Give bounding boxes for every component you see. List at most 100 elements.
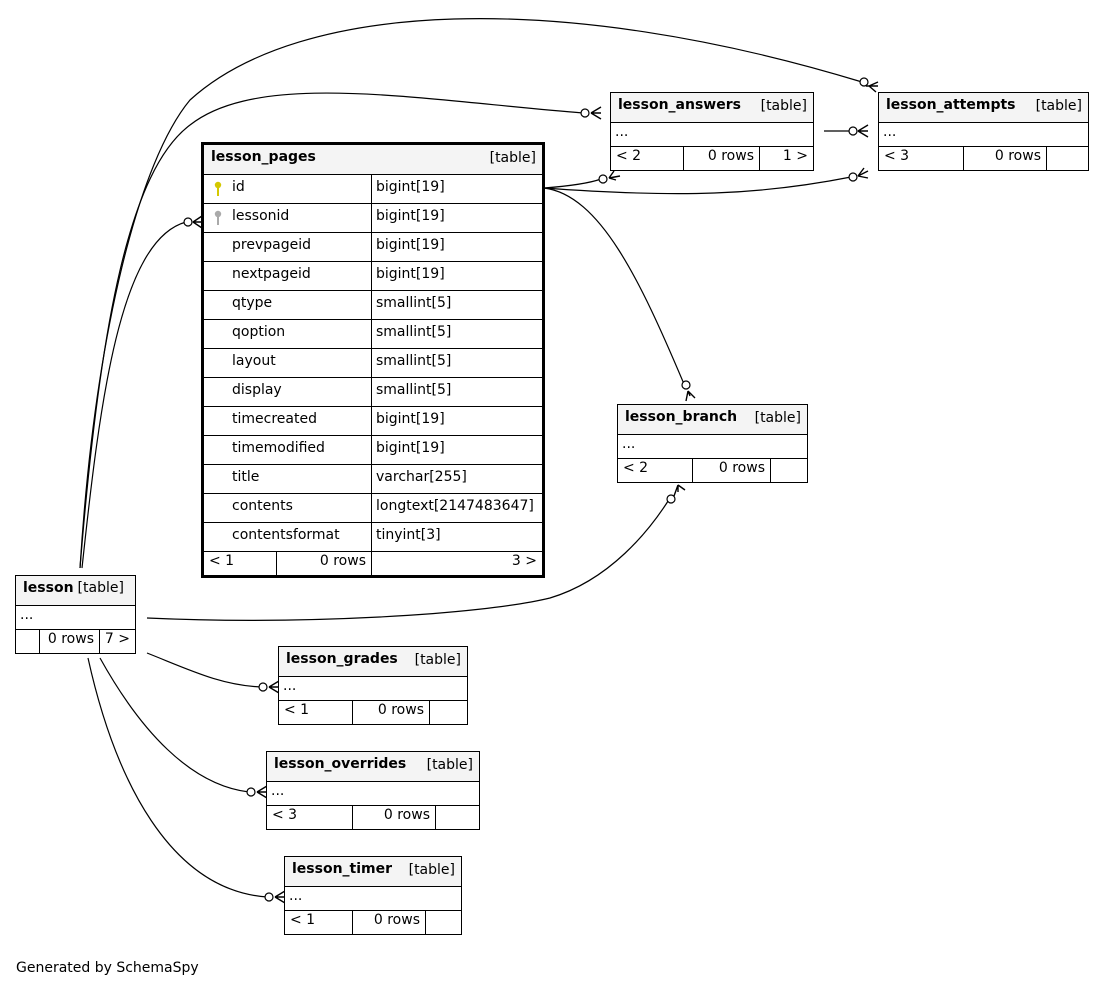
table-name[interactable]: lesson[table] (23, 580, 124, 596)
column-type: bigint[19] (376, 440, 445, 456)
edge-lesson-pages (81, 221, 187, 569)
row-count: 0 rows (319, 553, 366, 569)
table-name[interactable]: lesson_timer (292, 861, 393, 877)
parents-link[interactable]: < 1 (284, 702, 310, 718)
children-link[interactable]: 7 > (104, 631, 130, 647)
table-body: ... (879, 122, 1088, 146)
column-name: timecreated (232, 411, 317, 427)
column-row[interactable]: display smallint[5] (204, 377, 542, 406)
row-count: 0 rows (718, 460, 765, 476)
children-link[interactable]: 3 > (511, 553, 537, 569)
column-row[interactable]: lessonid bigint[19] (204, 203, 542, 232)
row-count: 0 rows (707, 148, 754, 164)
parents-link[interactable]: < 2 (623, 460, 649, 476)
parents-link[interactable]: < 3 (884, 148, 910, 164)
column-row[interactable]: id bigint[19] (204, 174, 542, 203)
table-lesson-pages[interactable]: lesson_pages [table] id bigint[19] lesso… (201, 142, 545, 578)
column-type: bigint[19] (376, 266, 445, 282)
column-row[interactable]: layout smallint[5] (204, 348, 542, 377)
table-name[interactable]: lesson_pages (211, 149, 316, 165)
table-lesson[interactable]: lesson[table] ... 0 rows 7 > (15, 575, 136, 654)
column-type: bigint[19] (376, 208, 445, 224)
table-footer: 0 rows 7 > (16, 629, 135, 653)
table-name[interactable]: lesson_answers (618, 97, 741, 113)
row-count: 0 rows (383, 807, 430, 823)
column-row[interactable]: nextpageid bigint[19] (204, 261, 542, 290)
edge-pages-answers (543, 178, 602, 189)
column-type: bigint[19] (376, 411, 445, 427)
table-header: lesson_attempts [table] (879, 93, 1088, 122)
column-row[interactable]: title varchar[255] (204, 464, 542, 493)
column-row[interactable]: qoption smallint[5] (204, 319, 542, 348)
edge-lesson-overrides (99, 657, 250, 793)
edge-lesson-timer (87, 657, 268, 898)
table-footer: < 3 0 rows (879, 146, 1088, 170)
column-row[interactable]: qtype smallint[5] (204, 290, 542, 319)
table-header: lesson_pages [table] (204, 145, 542, 174)
table-name[interactable]: lesson_attempts (886, 97, 1016, 113)
column-name: lessonid (232, 208, 290, 224)
edge-lesson-branch (146, 497, 671, 621)
table-footer: < 1 0 rows (279, 700, 467, 724)
parents-link[interactable]: < 1 (209, 553, 235, 569)
table-name[interactable]: lesson_overrides (274, 756, 407, 772)
column-type: smallint[5] (376, 382, 452, 398)
table-body: ... (16, 605, 135, 629)
column-type: smallint[5] (376, 324, 452, 340)
table-header: lesson_branch [table] (618, 405, 807, 434)
table-type: [table] (77, 580, 124, 596)
column-type: smallint[5] (376, 295, 452, 311)
row-count: 0 rows (47, 631, 94, 647)
column-row[interactable]: timecreated bigint[19] (204, 406, 542, 435)
table-footer: < 3 0 rows (267, 805, 479, 829)
column-row[interactable]: contentsformat tinyint[3] (204, 522, 542, 551)
primary-key-icon (214, 181, 222, 196)
column-type: bigint[19] (376, 179, 445, 195)
columns-ellipsis: ... (289, 888, 303, 904)
table-footer: < 1 0 rows (285, 910, 461, 934)
table-body: ... (618, 434, 807, 458)
table-type: [table] (414, 652, 461, 668)
parents-link[interactable]: < 3 (272, 807, 298, 823)
generated-by-footer: Generated by SchemaSpy (16, 960, 199, 976)
column-row[interactable]: timemodified bigint[19] (204, 435, 542, 464)
table-type: [table] (754, 410, 801, 426)
columns-ellipsis: ... (283, 678, 297, 694)
table-body: ... (267, 781, 479, 805)
table-lesson-overrides[interactable]: lesson_overrides [table] ... < 3 0 rows (266, 751, 480, 830)
table-body: ... (611, 122, 813, 146)
children-link[interactable]: 1 > (782, 148, 808, 164)
column-type: varchar[255] (376, 469, 467, 485)
table-footer: < 1 0 rows 3 > (204, 551, 542, 575)
parents-link[interactable]: < 2 (616, 148, 642, 164)
table-type: [table] (1035, 98, 1082, 114)
row-count: 0 rows (994, 148, 1041, 164)
columns-ellipsis: ... (622, 436, 636, 452)
table-lesson-grades[interactable]: lesson_grades [table] ... < 1 0 rows (278, 646, 468, 725)
column-row[interactable]: contents longtext[2147483647] (204, 493, 542, 522)
columns-ellipsis: ... (883, 124, 897, 140)
table-body: ... (279, 676, 467, 700)
column-name: qtype (232, 295, 273, 311)
table-type: [table] (760, 98, 807, 114)
table-name[interactable]: lesson_branch (625, 409, 738, 425)
column-row[interactable]: prevpageid bigint[19] (204, 232, 542, 261)
column-name: contents (232, 498, 293, 514)
table-footer: < 2 0 rows 1 > (611, 146, 813, 170)
parents-link[interactable]: < 1 (290, 912, 316, 928)
column-name: prevpageid (232, 237, 311, 253)
table-name[interactable]: lesson_grades (286, 651, 398, 667)
table-lesson-timer[interactable]: lesson_timer [table] ... < 1 0 rows (284, 856, 462, 935)
table-lesson-attempts[interactable]: lesson_attempts [table] ... < 3 0 rows (878, 92, 1089, 171)
column-name: display (232, 382, 282, 398)
column-name: layout (232, 353, 276, 369)
column-type: bigint[19] (376, 237, 445, 253)
column-name: timemodified (232, 440, 325, 456)
column-name: id (232, 179, 245, 195)
table-lesson-answers[interactable]: lesson_answers [table] ... < 2 0 rows 1 … (610, 92, 814, 171)
table-lesson-branch[interactable]: lesson_branch [table] ... < 2 0 rows (617, 404, 808, 483)
columns-ellipsis: ... (271, 783, 285, 799)
column-name: contentsformat (232, 527, 340, 543)
columns-ellipsis: ... (615, 124, 629, 140)
